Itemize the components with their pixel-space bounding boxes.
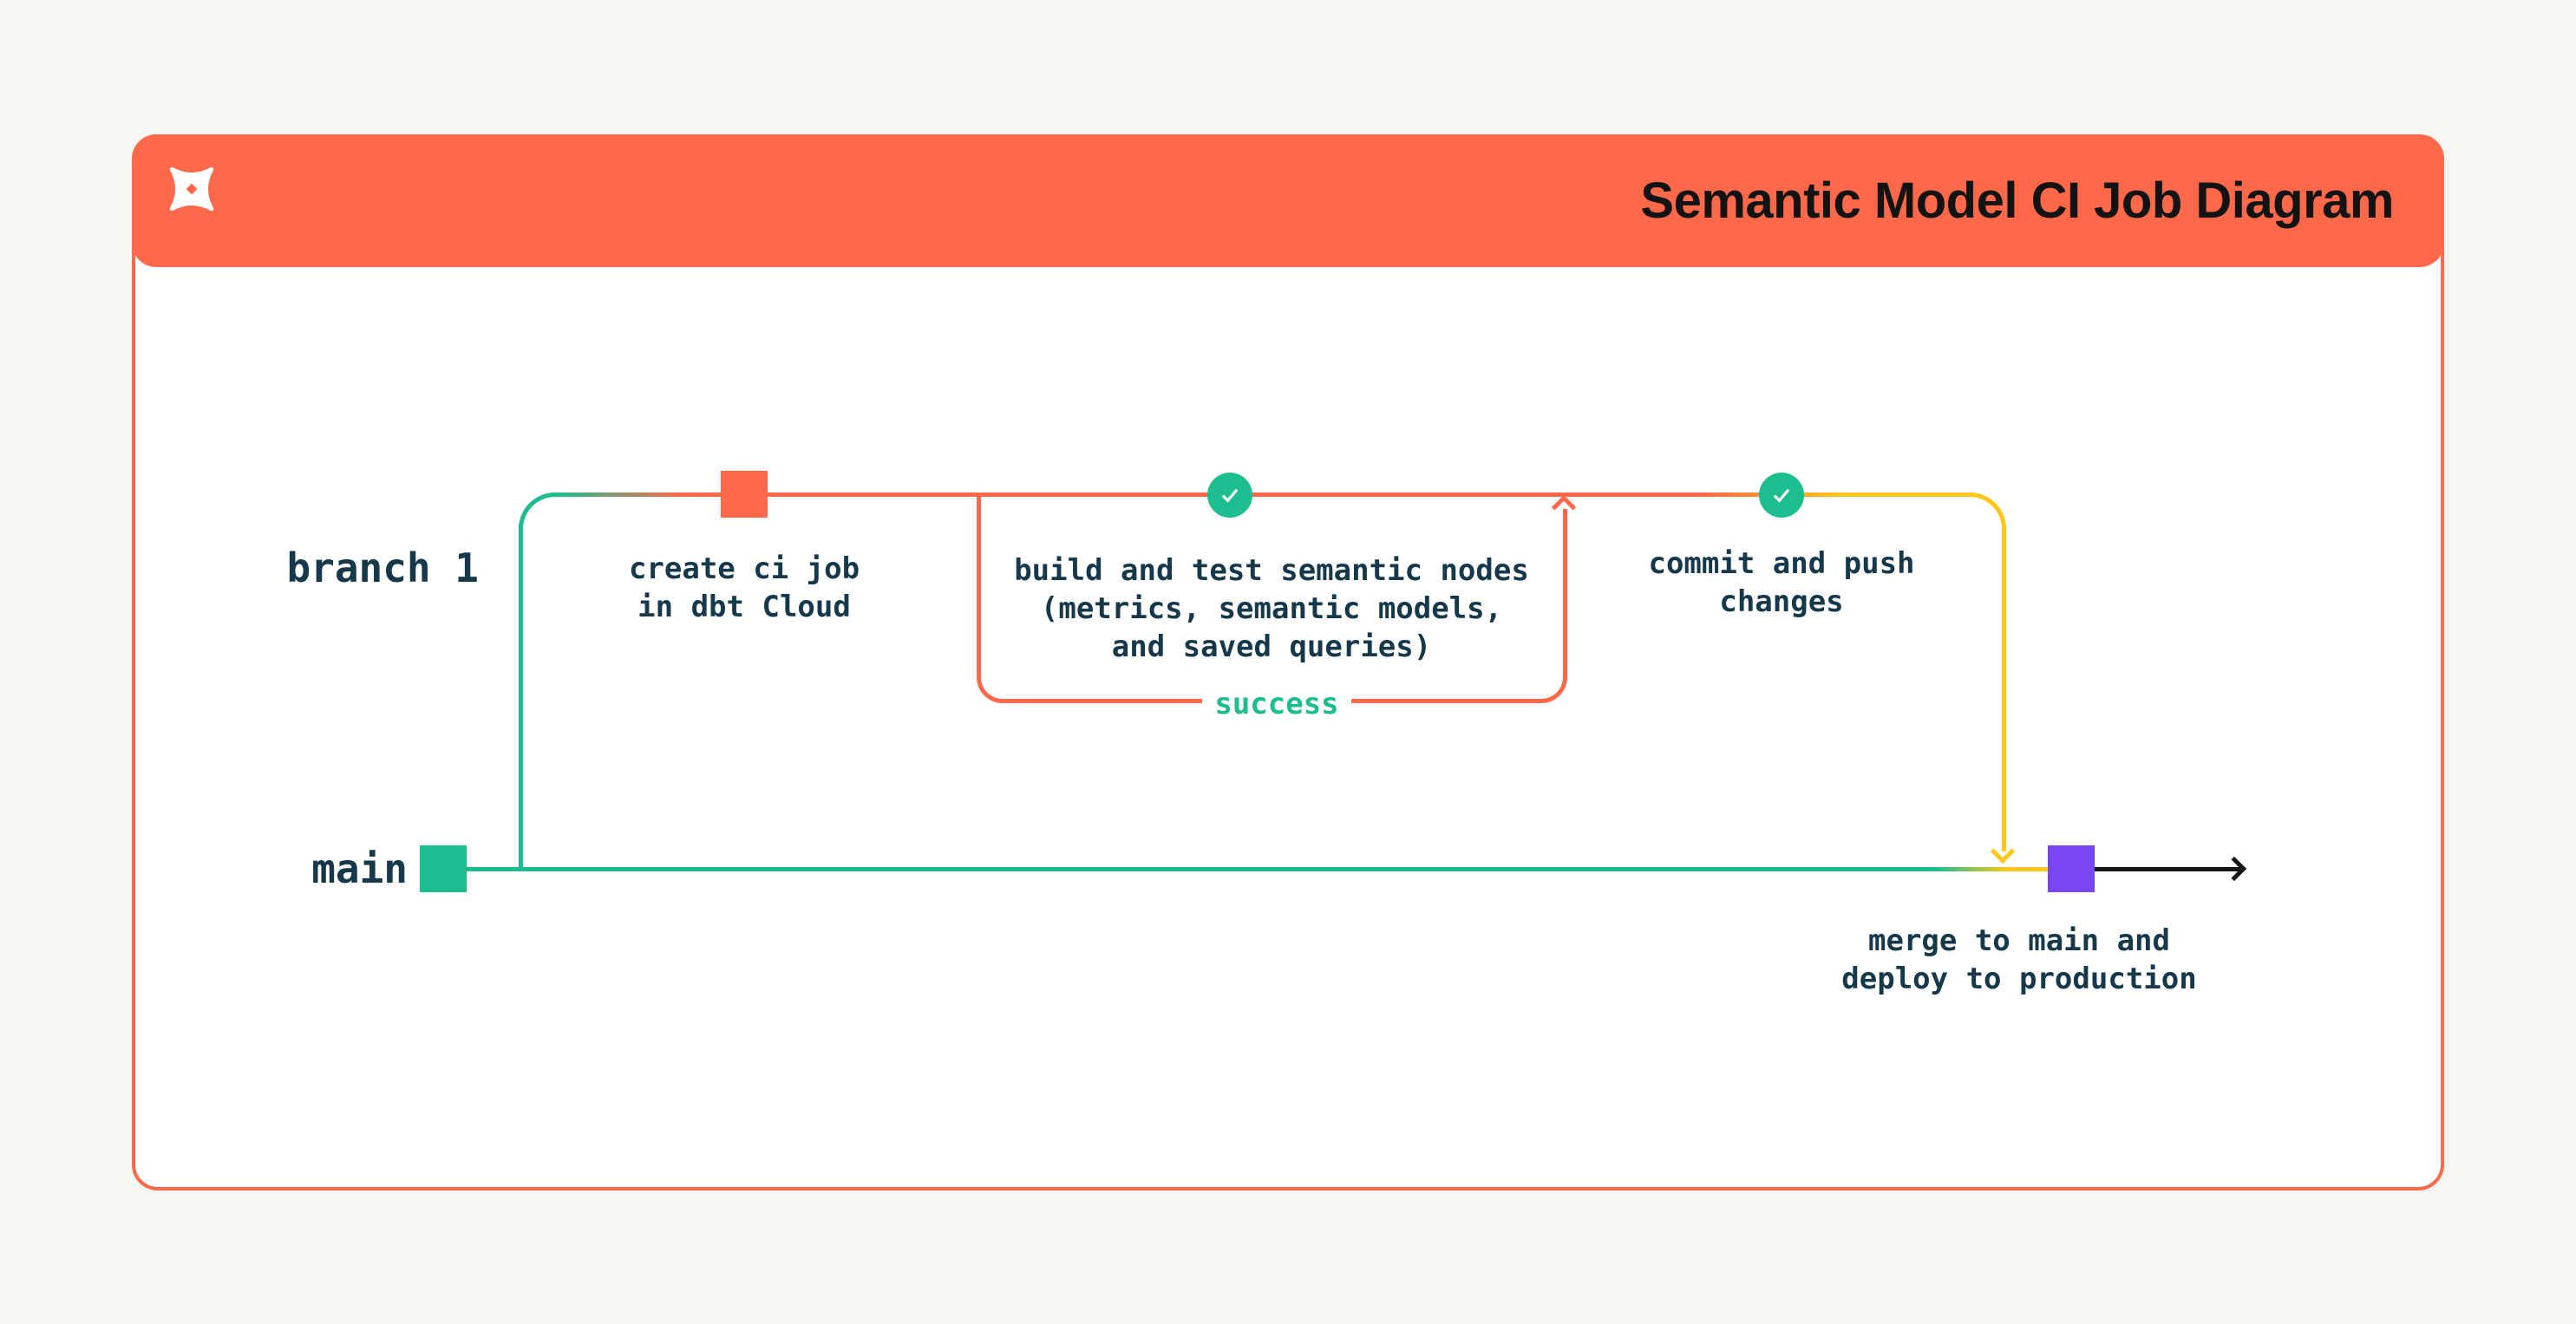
dbt-logo-icon: [161, 159, 222, 219]
loop-left-line: [977, 497, 981, 679]
commit-push-line1: commit and push: [1648, 546, 1915, 581]
build-test-line2: (metrics, semantic models,: [1040, 591, 1503, 626]
success-label: success: [1209, 687, 1344, 721]
merge-deploy-line1: merge to main and: [1868, 923, 2170, 958]
header-bar: Semantic Model CI Job Diagram: [132, 134, 2444, 267]
branch1-label: branch 1: [286, 545, 479, 591]
loop-bottom-line-right: [1351, 699, 1544, 703]
merge-deploy-line2: deploy to production: [1841, 962, 2197, 996]
page-title: Semantic Model CI Job Diagram: [1640, 173, 2394, 229]
main-label: main: [311, 845, 408, 892]
main-commit-square: [420, 845, 467, 892]
diagram-card: [132, 134, 2444, 1190]
branch1-vertical-line: [519, 524, 523, 869]
main-branch-line: [467, 867, 2048, 871]
build-test-line3: and saved queries): [1111, 629, 1432, 664]
loop-right-line: [1563, 509, 1567, 679]
merge-commit-square: [2048, 845, 2095, 892]
build-test-line1: build and test semantic nodes: [1014, 553, 1529, 588]
create-ci-job-label: create ci job in dbt Cloud: [629, 550, 860, 626]
merge-deploy-label: merge to main and deploy to production: [1841, 922, 2196, 998]
commit-push-label: commit and push changes: [1648, 545, 1914, 621]
create-ci-job-commit-square: [721, 471, 768, 518]
build-test-label: build and test semantic nodes (metrics, …: [1014, 551, 1529, 666]
create-ci-job-line1: create ci job: [628, 551, 860, 586]
commit-push-line2: changes: [1719, 584, 1844, 619]
merge-vertical-line: [2002, 529, 2006, 851]
create-ci-job-line2: in dbt Cloud: [637, 590, 851, 624]
production-arrow-line: [2095, 867, 2240, 871]
commit-push-check-icon: [1759, 473, 1804, 518]
loop-bottom-line-left: [1001, 699, 1202, 703]
branch1-horizontal-line: [555, 492, 1971, 497]
build-test-check-icon: [1207, 473, 1252, 518]
